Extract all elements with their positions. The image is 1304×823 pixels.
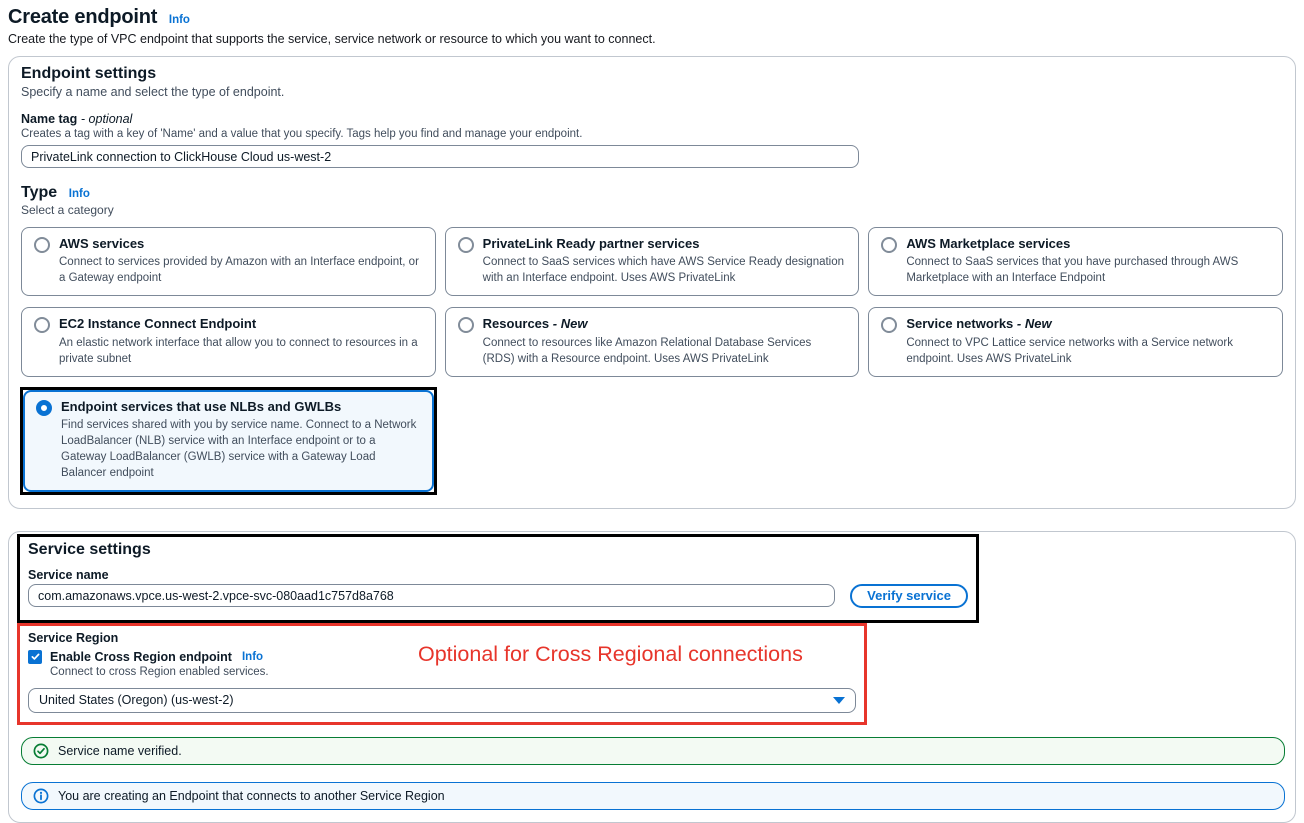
name-tag-input[interactable] <box>21 145 859 168</box>
success-banner: Service name verified. <box>21 736 1285 765</box>
type-option-ec2-instance-connect[interactable]: EC2 Instance Connect Endpoint An elastic… <box>21 307 436 377</box>
service-name-input[interactable] <box>28 584 836 607</box>
endpoint-settings-card: Endpoint settings Specify a name and sel… <box>8 56 1296 509</box>
info-circle-icon <box>33 788 49 803</box>
cross-region-info-link[interactable]: Info <box>241 650 264 663</box>
type-option-marketplace[interactable]: AWS Marketplace services Connect to SaaS… <box>868 227 1283 297</box>
annotation-highlight-service-region: Service Region Enable Cross Region endpo… <box>17 622 867 725</box>
type-info-link[interactable]: Info <box>68 188 90 200</box>
type-option-privatelink-partner[interactable]: PrivateLink Ready partner services Conne… <box>444 227 860 297</box>
chevron-down-icon <box>833 696 845 704</box>
verify-service-button[interactable]: Verify service <box>850 583 968 608</box>
type-options-grid: AWS services Connect to services provide… <box>20 227 1283 495</box>
type-section-header: Type Info Select a category <box>21 184 1283 217</box>
page-title: Create endpoint <box>8 6 158 28</box>
service-region-label: Service Region <box>28 630 119 645</box>
service-name-label: Service name <box>28 567 109 582</box>
success-banner-text: Service name verified. <box>58 743 182 758</box>
type-option-title: AWS services <box>59 236 145 251</box>
type-option-description: Connect to SaaS services which have AWS … <box>482 256 845 285</box>
radio-icon[interactable] <box>457 237 474 253</box>
cross-region-checkbox-help: Connect to cross Region enabled services… <box>50 665 269 678</box>
page-subtitle: Create the type of VPC endpoint that sup… <box>8 32 656 46</box>
type-option-title: EC2 Instance Connect Endpoint <box>59 316 257 332</box>
type-option-description: Connect to VPC Lattice service networks … <box>906 336 1233 365</box>
endpoint-settings-description: Specify a name and select the type of en… <box>21 85 285 99</box>
service-region-selected-value: United States (Oregon) (us-west-2) <box>39 693 234 707</box>
name-tag-label: Name tag <box>21 112 78 126</box>
type-option-description: Connect to services provided by Amazon w… <box>59 256 419 285</box>
type-option-title: PrivateLink Ready partner services <box>482 236 700 251</box>
type-option-endpoint-services-nlb-gwlb[interactable]: Endpoint services that use NLBs and GWLB… <box>23 389 434 492</box>
checkmark-icon <box>30 653 40 660</box>
radio-icon[interactable] <box>881 237 898 253</box>
name-tag-optional-label: - optional <box>80 112 133 126</box>
annotation-highlight-selected-type: Endpoint services that use NLBs and GWLB… <box>20 386 437 495</box>
cross-region-checkbox[interactable] <box>28 649 42 664</box>
type-option-description: Connect to SaaS services that you have p… <box>906 256 1239 285</box>
annotation-text-cross-regional: Optional for Cross Regional connections <box>418 641 803 666</box>
service-settings-heading: Service settings <box>28 540 151 558</box>
type-option-description: Connect to resources like Amazon Relatio… <box>482 336 812 365</box>
radio-selected-icon[interactable] <box>36 399 52 416</box>
info-banner: You are creating an Endpoint that connec… <box>21 781 1285 810</box>
type-option-aws-services[interactable]: AWS services Connect to services provide… <box>21 227 436 297</box>
type-option-title: Endpoint services that use NLBs and GWLB… <box>61 398 342 414</box>
cross-region-checkbox-label[interactable]: Enable Cross Region endpoint <box>50 649 232 664</box>
type-option-service-networks[interactable]: Service networks - New Connect to VPC La… <box>868 307 1283 377</box>
type-option-title: Service networks - New <box>906 316 1052 332</box>
page-header: Create endpoint Info Create the type of … <box>8 4 1296 52</box>
page-info-link[interactable]: Info <box>168 14 190 26</box>
type-description: Select a category <box>21 203 114 217</box>
annotation-highlight-service-settings: Service settings Service name Verify ser… <box>17 533 979 623</box>
type-option-description: An elastic network interface that allow … <box>59 336 418 365</box>
type-option-title: Resources - New <box>482 316 588 332</box>
endpoint-settings-heading: Endpoint settings <box>21 65 157 82</box>
radio-icon[interactable] <box>34 317 50 334</box>
name-tag-help: Creates a tag with a key of 'Name' and a… <box>21 128 583 140</box>
service-region-select[interactable]: United States (Oregon) (us-west-2) <box>28 687 856 713</box>
service-settings-card: Service settings Service name Verify ser… <box>8 530 1296 823</box>
success-check-circle-icon <box>33 743 49 758</box>
type-option-description: Find services shared with you by service… <box>61 419 417 480</box>
radio-icon[interactable] <box>457 317 474 334</box>
type-option-title: AWS Marketplace services <box>906 236 1071 251</box>
info-banner-text: You are creating an Endpoint that connec… <box>58 788 445 803</box>
type-heading: Type <box>21 184 58 201</box>
radio-icon[interactable] <box>34 237 50 253</box>
radio-icon[interactable] <box>881 317 898 334</box>
type-option-resources[interactable]: Resources - New Connect to resources lik… <box>444 307 860 377</box>
